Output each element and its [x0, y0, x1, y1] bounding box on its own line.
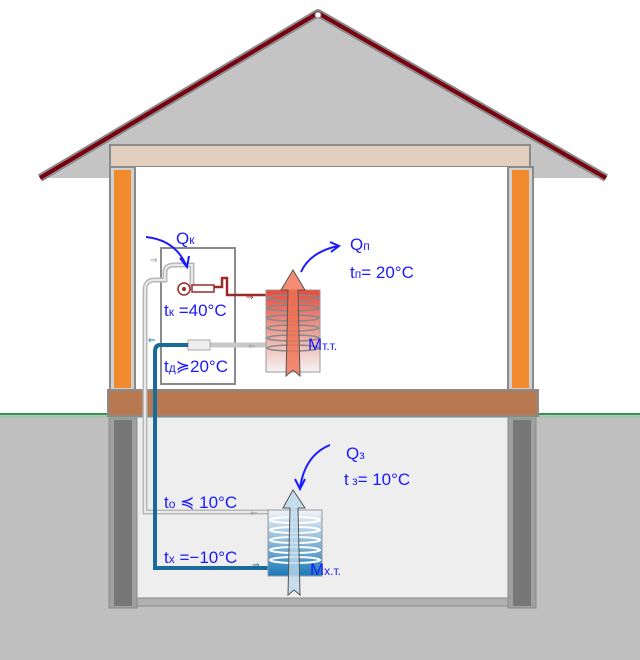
flow-arrow-icon: ⇒	[246, 292, 254, 302]
label-t-room: tп= 20°C	[350, 263, 414, 282]
compressor-icon	[177, 282, 215, 296]
label-cold-carrier: Mх.т.	[310, 560, 341, 579]
label-t-ground: t з= 10°C	[344, 470, 410, 489]
heat-out-arrow-icon	[300, 245, 339, 273]
label-q-condenser: Qк	[176, 229, 195, 248]
label-heat-carrier: Mт.т.	[308, 335, 337, 354]
flow-arrow-icon: ⇐	[250, 508, 258, 518]
basement-floor	[136, 597, 509, 607]
hot-pipe	[212, 276, 268, 297]
label-t-condenser: tк =40°C	[164, 301, 227, 320]
label-t-discharge: tд≽20°C	[164, 357, 228, 376]
cold-pipe	[153, 343, 268, 570]
roof	[40, 13, 606, 178]
label-q-ground: Qз	[346, 444, 365, 463]
flow-arrow-icon: ⇐	[248, 341, 256, 351]
flow-arrow-icon: ⇒	[150, 255, 158, 265]
flow-arrow-icon: ⇐	[148, 335, 156, 345]
heat-in-arrow-icon	[145, 236, 187, 266]
floor-slab	[107, 389, 539, 417]
ground-heat-arrow-icon	[299, 444, 331, 489]
label-q-room: Qп	[350, 235, 370, 254]
condenser-heat-exchanger	[265, 269, 321, 378]
label-t-return: tо ≼ 10°C	[164, 493, 237, 512]
ceiling-beam	[109, 144, 531, 168]
label-t-cold: tх =−10°C	[164, 548, 237, 567]
heat-pump-unit	[160, 247, 236, 385]
evaporator-heat-exchanger	[267, 489, 323, 597]
flow-arrow-icon: ⇒	[252, 560, 260, 570]
